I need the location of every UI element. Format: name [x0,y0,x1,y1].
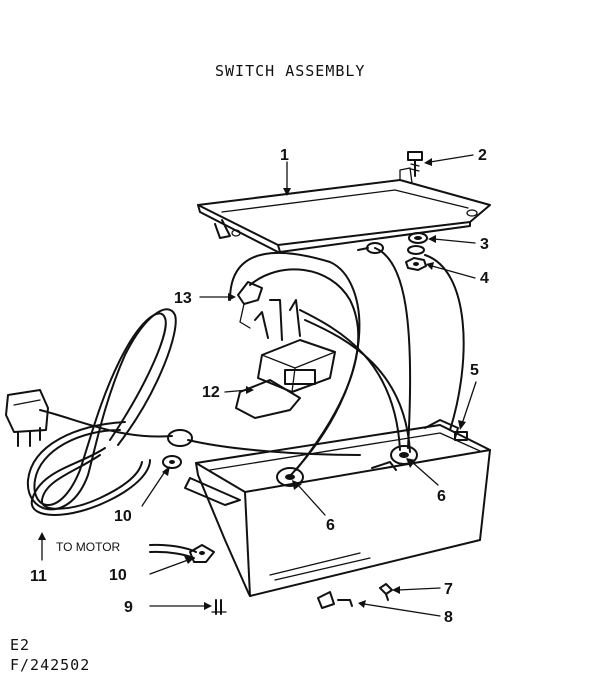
screw-part [407,151,423,177]
grommet-right [371,445,418,471]
switch-box-housing [184,419,491,597]
mounting-bracket [197,167,491,253]
screw-part-7 [379,583,393,601]
part-number-13: 13 [174,290,192,307]
strain-relief-bushing-upper [162,429,193,469]
clip-part-8 [317,591,353,609]
terminal-clip [237,281,263,329]
part-number-12: 12 [202,384,220,401]
footer-code-e2: E2 [10,636,31,654]
part-number-4: 4 [480,270,489,287]
toggle-switch [235,299,336,419]
part-number-10-lower: 10 [109,567,127,584]
part-number-10-upper: 10 [114,508,132,525]
part-number-2: 2 [478,147,487,164]
nut-part [405,257,427,271]
part-number-8: 8 [444,609,453,626]
power-plug [5,389,49,447]
leader-arrows [38,154,477,617]
wiring-harness [229,242,465,477]
part-number-11: 11 [30,568,47,585]
washer-part [407,232,428,255]
part-number-6-right: 6 [437,488,446,505]
power-cord [26,308,361,559]
grommet-left [276,467,304,487]
footer-code-part-number: F/242502 [10,656,91,674]
strain-relief-bushing-lower [189,544,215,563]
diagram-title: SWITCH ASSEMBLY [215,62,366,80]
part-number-9: 9 [124,599,133,616]
part-number-3: 3 [480,236,489,253]
to-motor-label: TO MOTOR [56,540,121,554]
screw-part-9 [211,599,227,615]
part-number-1: 1 [280,147,289,164]
part-number-6-left: 6 [326,517,335,534]
part-number-7: 7 [444,581,453,598]
part-number-5: 5 [470,362,479,379]
